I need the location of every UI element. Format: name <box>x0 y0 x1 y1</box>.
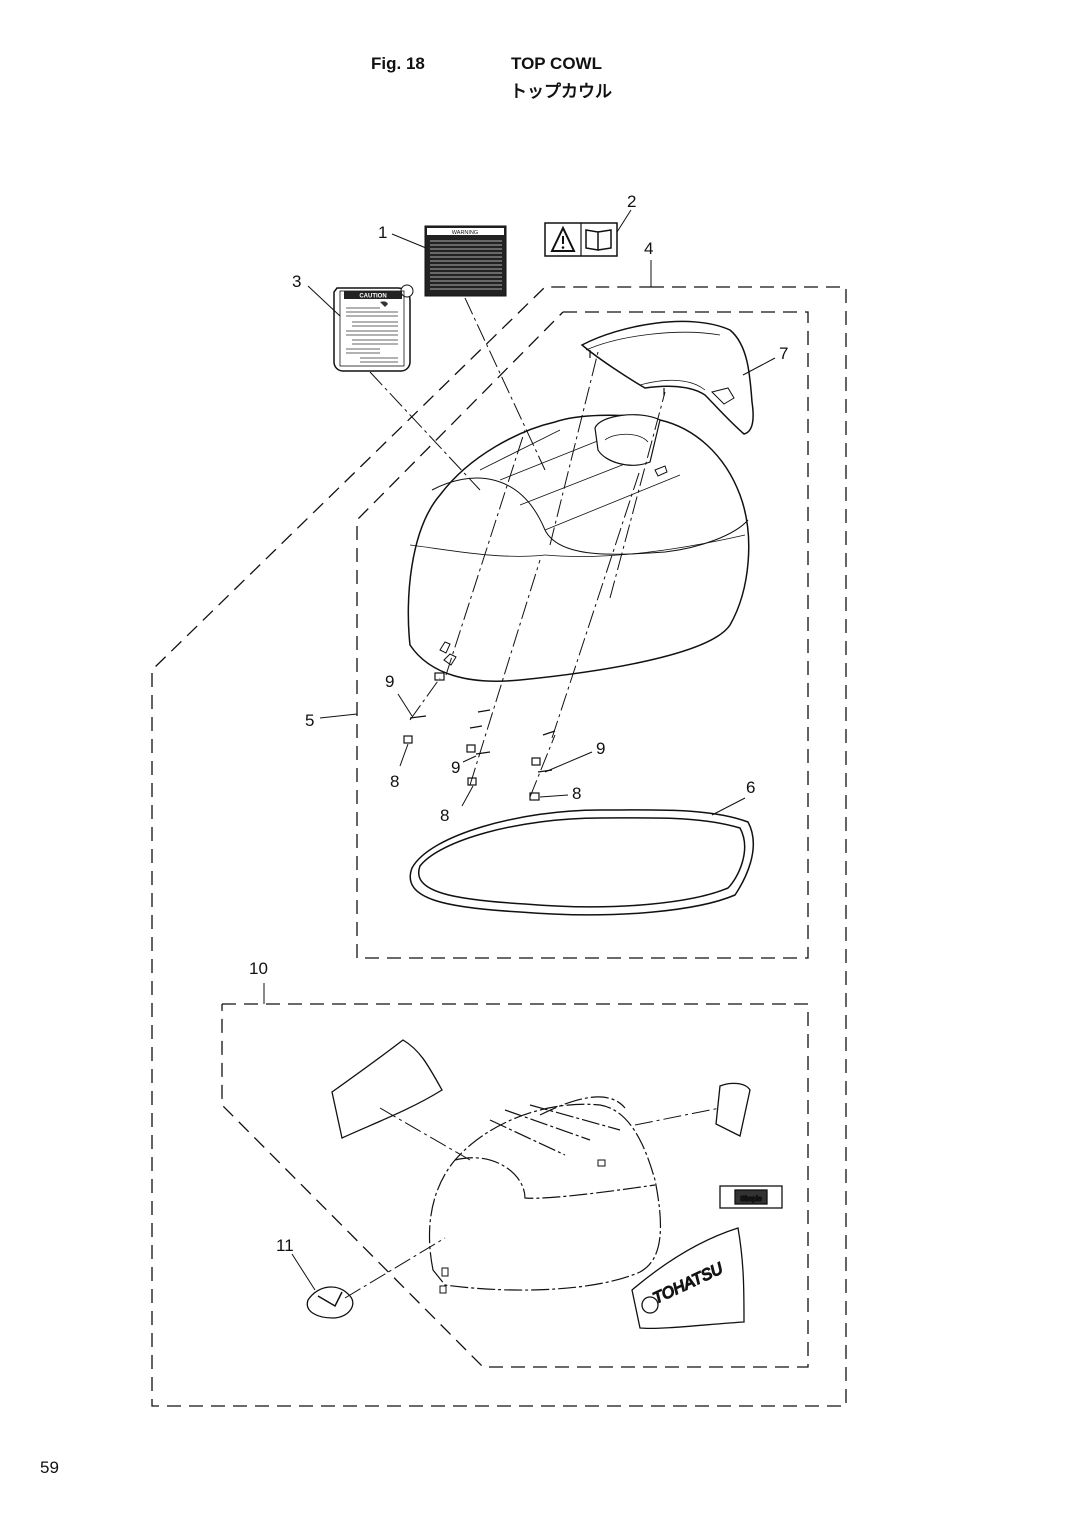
page-number: 59 <box>40 1458 59 1477</box>
callout-8: 8 <box>390 772 399 791</box>
callout-6: 6 <box>746 778 755 797</box>
figure-label: Fig. 18 <box>371 54 425 73</box>
book-icon <box>585 229 612 251</box>
warning-label-decal: WARNING <box>424 225 507 297</box>
cowl-seal <box>409 809 755 916</box>
group-box-4 <box>151 286 847 1407</box>
page-title-japanese: トップカウル <box>510 82 612 102</box>
page-title: TOP COWL <box>511 54 602 73</box>
callout-9: 9 <box>596 739 605 758</box>
callout-9: 9 <box>451 758 460 777</box>
callout-9: 9 <box>385 672 394 691</box>
warning-label-header: WARNING <box>452 230 478 236</box>
callout-10: 10 <box>249 959 268 978</box>
callout-5: 5 <box>305 711 314 730</box>
callout-numbers: 1 2 3 4 5 6 7 8 8 8 9 9 9 10 11 <box>249 192 788 1255</box>
cowl-decal-set: Simple TOHATSU <box>306 1039 783 1330</box>
assembly-leaders <box>344 297 721 1299</box>
callout-3: 3 <box>292 272 301 291</box>
callout-1: 1 <box>378 223 387 242</box>
cowl-fasteners <box>403 672 556 801</box>
warning-triangle-icon <box>550 225 576 252</box>
callout-2: 2 <box>627 192 636 211</box>
callout-8: 8 <box>440 806 449 825</box>
lower-cowl-phantom <box>428 1096 662 1291</box>
simple-decal-text: Simple <box>740 1196 762 1203</box>
lower-cowl-hooks <box>439 1159 606 1294</box>
warning-manual-icon-decal <box>544 222 618 257</box>
callout-8: 8 <box>572 784 581 803</box>
callout-leaders <box>263 209 776 1291</box>
callout-11: 11 <box>276 1236 294 1255</box>
caution-label-decal: CAUTION <box>333 284 414 372</box>
group-box-5 <box>356 311 809 959</box>
top-cowl <box>407 414 750 682</box>
callout-4: 4 <box>644 239 653 258</box>
caution-label-header: CAUTION <box>359 294 386 300</box>
group-box-10 <box>221 1003 809 1368</box>
callout-7: 7 <box>779 344 788 363</box>
